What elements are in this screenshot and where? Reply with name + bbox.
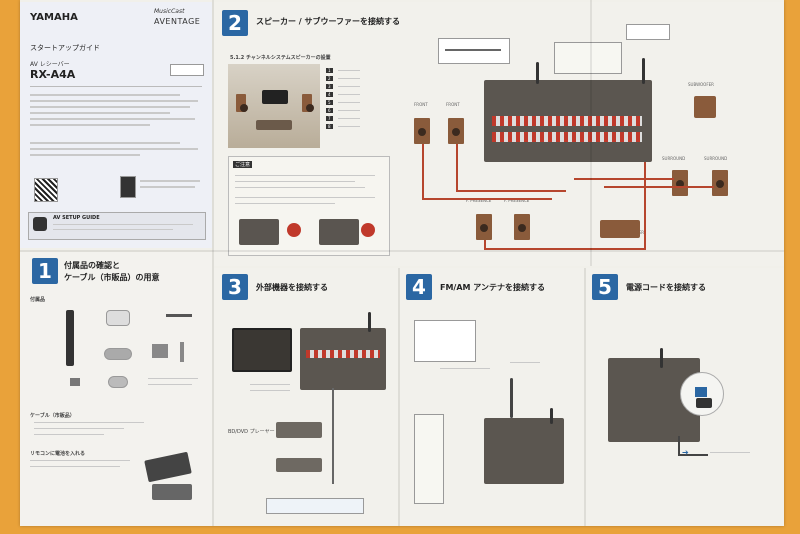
accessories-label: 付属品 [30, 297, 46, 303]
am-antenna [106, 310, 130, 326]
caution-label: ご注意 [233, 161, 253, 168]
fm-antenna [166, 314, 192, 317]
power-plug [696, 398, 712, 408]
model-name: RX-A4A [30, 68, 76, 81]
step2-panel: 2 スピーカー / サブウーファーを接続する 5.1.2 チャンネルシステムスピ… [214, 2, 784, 266]
fold-crease [584, 268, 586, 526]
antenna [642, 58, 645, 84]
ac-inlet [695, 387, 707, 397]
system-label: 5.1.2 チャンネルシステムスピーカーの設置 [230, 55, 331, 61]
subwoofer [694, 96, 716, 118]
connector-steps [414, 414, 444, 504]
fold-crease [20, 250, 784, 252]
step-title: 電源コードを接続する [626, 283, 706, 292]
step-title-line1: 付属品の確認と [64, 261, 120, 270]
cable-accessory [108, 376, 128, 388]
step-number: 1 [32, 258, 58, 284]
ac-inlet-zoom [680, 372, 724, 416]
fold-crease [398, 268, 400, 526]
cables-label: ケーブル（市販品） [30, 413, 75, 419]
fm-antenna [510, 378, 513, 418]
arrow-icon: ➔ [682, 448, 689, 457]
wrong-icon [287, 223, 301, 237]
step-number: 4 [406, 274, 432, 300]
remote-battery-illustration [144, 451, 192, 483]
room-illustration [228, 64, 320, 148]
remote-battery-label: リモコンに電池を入れる [30, 451, 86, 457]
front-right-speaker [448, 118, 464, 144]
power-cord [104, 348, 132, 360]
step-number: 5 [592, 274, 618, 300]
app-box-title: AV SETUP GUIDE [53, 215, 100, 221]
note-box [554, 42, 622, 74]
receiver-rear-panel [300, 328, 386, 390]
fold-crease [590, 0, 592, 266]
tablet-icon [120, 176, 136, 198]
document-code-box [170, 64, 204, 76]
cable-box [276, 458, 322, 472]
receiver-rear-panel [484, 80, 652, 162]
speaker-terminals [492, 116, 642, 126]
tv [262, 90, 288, 104]
sofa [256, 120, 292, 130]
step3-panel: 3 外部機器を接続する BD/DVD プレーヤー [214, 268, 398, 526]
wrong-icon [361, 223, 375, 237]
surround-right-speaker [712, 170, 728, 196]
step-title: スピーカー / サブウーファーを接続する [256, 17, 401, 26]
batteries [70, 378, 80, 386]
step-title-line2: ケーブル（市販品）の用意 [64, 273, 160, 282]
center-speaker [600, 220, 640, 238]
bd-player-label: BD/DVD プレーヤー [228, 429, 275, 435]
caution-box: ご注意 [228, 156, 390, 256]
receiver-rear-panel [484, 418, 564, 484]
fold-crease [212, 0, 214, 526]
step-number: 3 [222, 274, 248, 300]
antenna [536, 62, 539, 84]
remote-control [66, 310, 74, 366]
step-title: 外部機器を接続する [256, 283, 328, 292]
qr-code [34, 178, 58, 202]
cover-panel: YAMAHA MusicCast AVENTAGE スタートアップガイド AV … [20, 2, 212, 248]
step-title: FM/AM アンテナを接続する [440, 283, 545, 292]
hint-box [266, 498, 364, 514]
divider [30, 86, 202, 87]
app-icon [33, 217, 47, 231]
step-number: 2 [222, 10, 248, 36]
am-antenna-diagram [414, 320, 476, 362]
microphone [180, 342, 184, 362]
step5-panel: 5 電源コードを接続する ➔ [586, 268, 784, 526]
front-presence-right-speaker [514, 214, 530, 240]
step4-panel: 4 FM/AM アンテナを接続する [400, 268, 584, 526]
brand-logo: YAMAHA [30, 12, 78, 23]
bd-player [276, 422, 322, 438]
front-left-speaker [414, 118, 430, 144]
product-type: AV レシーバー [30, 61, 70, 68]
wire-strip-diagram [438, 38, 510, 64]
guide-title: スタートアップガイド [30, 44, 100, 52]
microphone-stand [152, 344, 168, 358]
front-presence-left-speaker [476, 214, 492, 240]
antenna [368, 312, 371, 332]
step1-panel: 1 付属品の確認と ケーブル（市販品）の用意 付属品 ケーブル（市販品） リモコ… [20, 252, 212, 526]
qr-hint-box [626, 24, 670, 40]
setup-guide-app-box: AV SETUP GUIDE [28, 212, 206, 240]
tv-illustration [232, 328, 292, 372]
aventage-logo: AVENTAGE [154, 17, 201, 26]
surround-left-speaker [672, 170, 688, 196]
musiccast-logo: MusicCast [154, 8, 185, 15]
